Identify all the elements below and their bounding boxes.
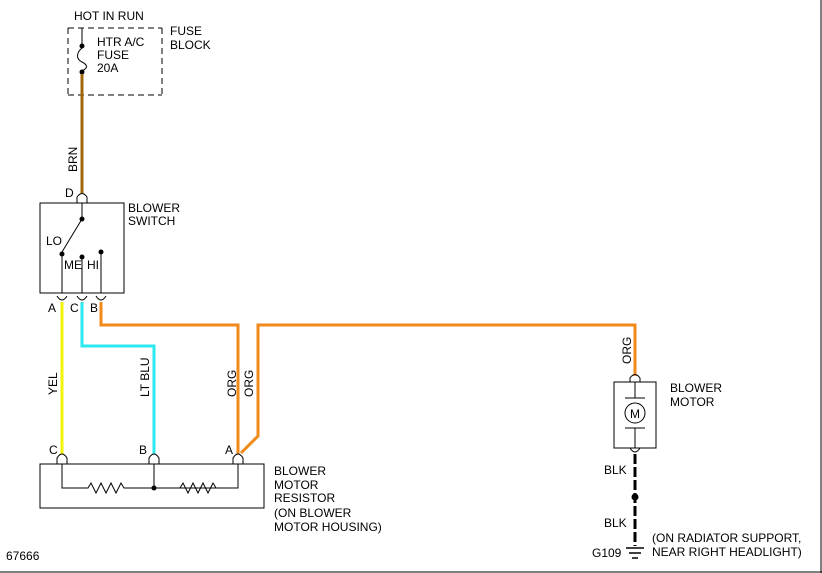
fuse-terminal-bottom — [79, 69, 85, 75]
wire-label-blk-1: BLK — [604, 463, 627, 477]
connector-b-icon — [95, 295, 107, 301]
connector-d-icon — [76, 193, 88, 203]
wire-label-lt-blu: LT BLU — [138, 357, 152, 397]
motor-label-2: MOTOR — [670, 395, 715, 409]
wire-lt-blu — [80, 302, 156, 454]
switch-title-2: SWITCH — [128, 214, 175, 228]
wire-label-brn: BRN — [66, 147, 80, 172]
switch-pin-d: D — [65, 186, 74, 200]
fuse-terminal-top — [79, 43, 85, 49]
switch-pos-lo: LO — [46, 234, 62, 248]
resistor-label-2: MOTOR — [274, 478, 319, 492]
switch-pos-hi: HI — [87, 258, 99, 272]
fuse-icon — [77, 47, 87, 72]
wire-label-org-2: ORG — [242, 370, 256, 397]
motor-connector-top-icon — [629, 374, 641, 382]
ground-label-2: NEAR RIGHT HEADLIGHT) — [652, 545, 802, 559]
switch-pin-b: B — [90, 301, 98, 315]
fuse-block-label-1: FUSE — [170, 24, 202, 38]
resistor-pin-b: B — [139, 443, 147, 457]
resistor-label-3: RESISTOR — [274, 491, 335, 505]
switch-blade — [61, 218, 83, 253]
switch-pin-c: C — [70, 301, 79, 315]
switch-contact-me — [79, 254, 85, 260]
motor-label-1: BLOWER — [670, 381, 722, 395]
hot-in-run-label: HOT IN RUN — [74, 9, 144, 23]
wire-org-switch-to-resistor — [99, 302, 240, 454]
resistor-connector-a-icon — [232, 453, 244, 464]
connector-a-icon — [56, 295, 68, 301]
resistor-connector-b-icon — [148, 453, 160, 464]
switch-title-1: BLOWER — [128, 201, 180, 215]
fuse-block-label-2: BLOCK — [170, 38, 211, 52]
connector-c-icon — [76, 295, 88, 301]
resistor-circuit — [61, 464, 239, 495]
switch-contact-hi — [98, 249, 104, 255]
switch-contact-lo — [59, 251, 65, 257]
wire-label-blk-2: BLK — [604, 516, 627, 530]
fuse-label-1: HTR A/C — [97, 35, 145, 49]
switch-pin-a: A — [48, 301, 56, 315]
figure-id: 67666 — [6, 549, 40, 563]
resistor-junction — [151, 485, 157, 491]
resistor-label-5: MOTOR HOUSING) — [274, 520, 382, 534]
resistor-pin-a: A — [225, 443, 233, 457]
motor-connector-bottom-icon — [629, 447, 641, 453]
motor-icon — [624, 402, 646, 424]
motor-symbol: M — [630, 407, 640, 421]
resistor-box — [39, 463, 265, 509]
wire-org-resistor-to-motor — [239, 323, 637, 455]
wire-label-org-3: ORG — [620, 337, 634, 364]
ground-label-1: (ON RADIATOR SUPPORT, — [652, 531, 801, 545]
fuse-label-3: 20A — [97, 61, 118, 75]
resistor-label-1: BLOWER — [274, 464, 326, 478]
resistor-label-4: (ON BLOWER — [274, 506, 352, 520]
resistor-pin-c: C — [49, 443, 58, 457]
wire-label-org-1: ORG — [225, 370, 239, 397]
blk-splice — [631, 493, 639, 501]
resistor-icon-2 — [179, 481, 217, 495]
ground-id: G109 — [592, 546, 622, 560]
wire-label-yel: YEL — [46, 372, 60, 395]
resistor-connector-c-icon — [56, 453, 68, 464]
fuse-label-2: FUSE — [97, 48, 129, 62]
switch-pos-me: ME — [64, 258, 82, 272]
